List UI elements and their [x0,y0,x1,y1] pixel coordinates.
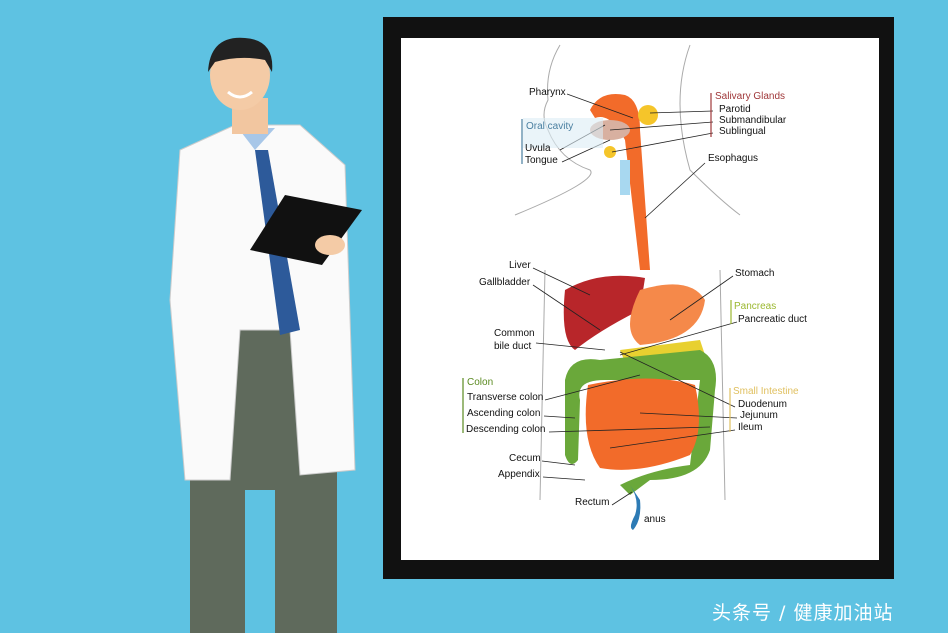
doctor-figure [169,37,362,633]
ascending-colon-label: Ascending colon [467,408,541,419]
duodenum-label: Duodenum [738,399,787,410]
pancreatic-duct-label: Pancreatic duct [738,314,807,325]
descending-colon-label: Descending colon [466,424,546,435]
small-intestine-shape [585,378,699,470]
jejunum-label: Jejunum [740,410,778,421]
common-bile-duct-label-2: bile duct [494,341,532,352]
colon-label: Colon [467,377,494,388]
anus-label: anus [644,514,666,525]
transverse-colon-label: Transverse colon [467,392,544,403]
tongue-label: Tongue [525,155,558,166]
stomach-shape [630,284,705,345]
parotid-label: Parotid [719,104,751,115]
liver-shape [563,275,645,350]
oral-cavity-label: Oral cavity [526,121,574,132]
cecum-label: Cecum [509,453,541,464]
sublingual-label: Sublingual [719,126,766,137]
small-intestine-label: Small Intestine [733,386,799,397]
liver-label: Liver [509,260,531,271]
stomach-label: Stomach [735,268,775,279]
appendix-label: Appendix [498,469,540,480]
rectum-label: Rectum [575,497,610,508]
esophagus-shape [590,94,650,270]
submandibular-label: Submandibular [719,115,787,126]
common-bile-duct-label-1: Common [494,328,535,339]
uvula-label: Uvula [525,143,551,154]
ileum-label: Ileum [738,422,763,433]
pharynx-label: Pharynx [529,87,566,98]
esophagus-label: Esophagus [708,153,759,164]
gallbladder-label: Gallbladder [479,277,531,288]
watermark: 头条号 / 健康加油站 [712,602,894,624]
pancreas-label: Pancreas [734,301,777,312]
salivary-glands-label: Salivary Glands [715,91,786,102]
